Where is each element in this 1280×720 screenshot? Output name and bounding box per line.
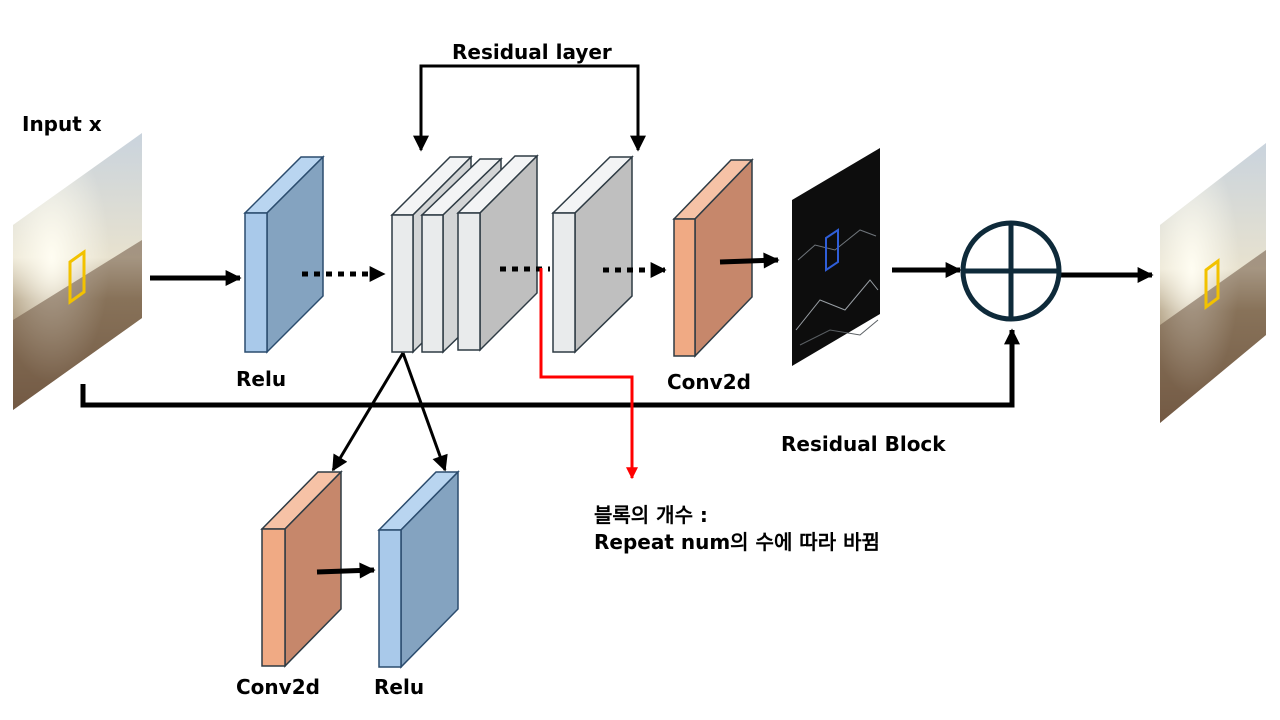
output-image [1160, 143, 1266, 423]
relu-block-main [243, 155, 325, 354]
residual-layer-label: Residual layer [452, 40, 612, 64]
input-image [13, 133, 142, 410]
repeat-num-arrow [539, 268, 638, 480]
conv2d-block-main [672, 158, 754, 358]
residual-layer-bracket [419, 64, 640, 142]
arrow-conv-to-relu-detail [316, 562, 376, 579]
residual-layer-3 [456, 154, 539, 352]
relu-main-label: Relu [236, 367, 287, 391]
relu-detail-label: Relu [374, 675, 425, 699]
conv2d-block-detail [260, 470, 343, 668]
conv2d-main-label: Conv2d [667, 370, 751, 394]
skip-connection [80, 342, 1015, 408]
repeat-note-line-1: 블록의 개수 : [594, 503, 708, 527]
branch-to-relu [401, 352, 448, 472]
residual-block-label: Residual Block [781, 432, 946, 456]
repeat-note: 블록의 개수 : Repeat num의 수에 따라 바뀜 [594, 502, 880, 556]
repeat-note-line-2: Repeat num의 수에 따라 바뀜 [594, 530, 880, 554]
flow-arrows [80, 64, 1154, 579]
arrow-conv-to-edge [719, 252, 780, 269]
relu-block-detail [377, 470, 460, 669]
input-label: Input x [22, 112, 102, 136]
residual-layer-stack [390, 154, 634, 354]
residual-layer-4 [551, 155, 634, 354]
branch-to-conv2d [331, 352, 405, 472]
sum-icon [960, 220, 1062, 322]
conv2d-detail-label: Conv2d [236, 675, 320, 699]
edge-map-image [792, 148, 880, 366]
